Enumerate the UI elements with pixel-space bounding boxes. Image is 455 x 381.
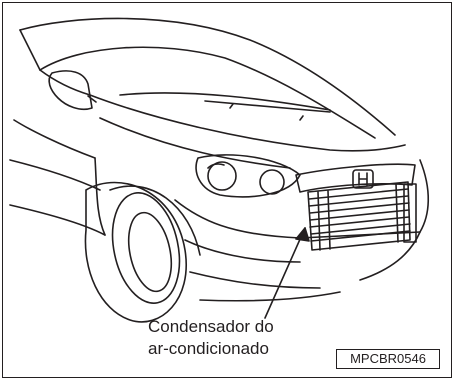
front-bumper xyxy=(174,159,430,302)
callout-line-1: Condensador do xyxy=(148,317,274,336)
windshield xyxy=(19,17,396,139)
figure-reference-code: MPCBR0546 xyxy=(336,349,440,369)
callout-line-2: ar-condicionado xyxy=(148,339,269,358)
front-wheel xyxy=(84,181,201,323)
condenser-callout-label: Condensador do ar-condicionado xyxy=(148,316,318,360)
side-mirror xyxy=(48,70,97,111)
hood-lines xyxy=(39,69,406,169)
headlight xyxy=(195,154,301,198)
front-grille xyxy=(295,163,416,193)
figure-border xyxy=(2,2,452,378)
body-side xyxy=(9,119,106,236)
callout-leader xyxy=(264,227,310,319)
ac-condenser xyxy=(307,181,417,251)
